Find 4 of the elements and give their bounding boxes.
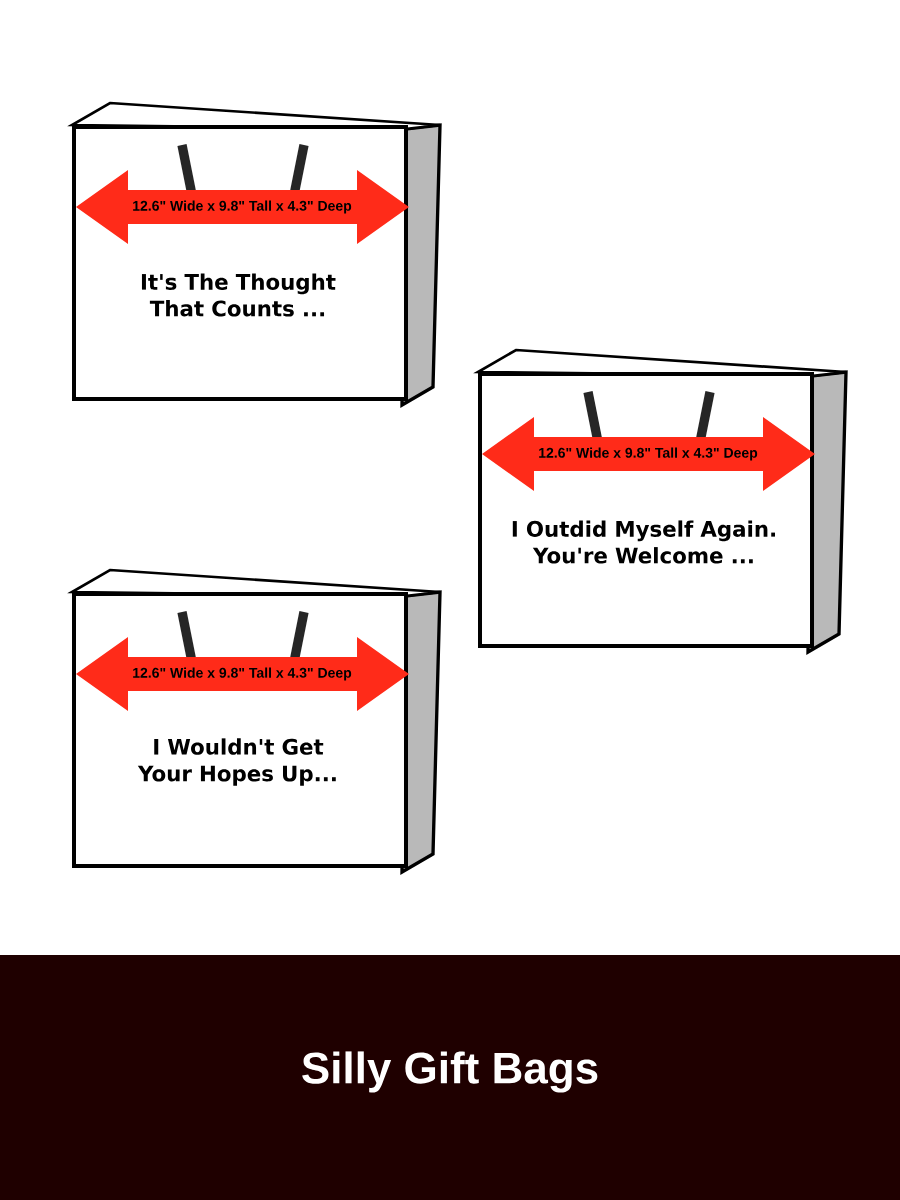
slogan-text: It's The Thought That Counts ... xyxy=(141,273,336,317)
title: Silly Gift Bags xyxy=(302,1051,598,1093)
slogan-text: I Wouldn't Get Your Hopes Up... xyxy=(137,738,336,786)
slogan-text: I Outdid Myself Again. You're Welcome ... xyxy=(512,520,775,564)
